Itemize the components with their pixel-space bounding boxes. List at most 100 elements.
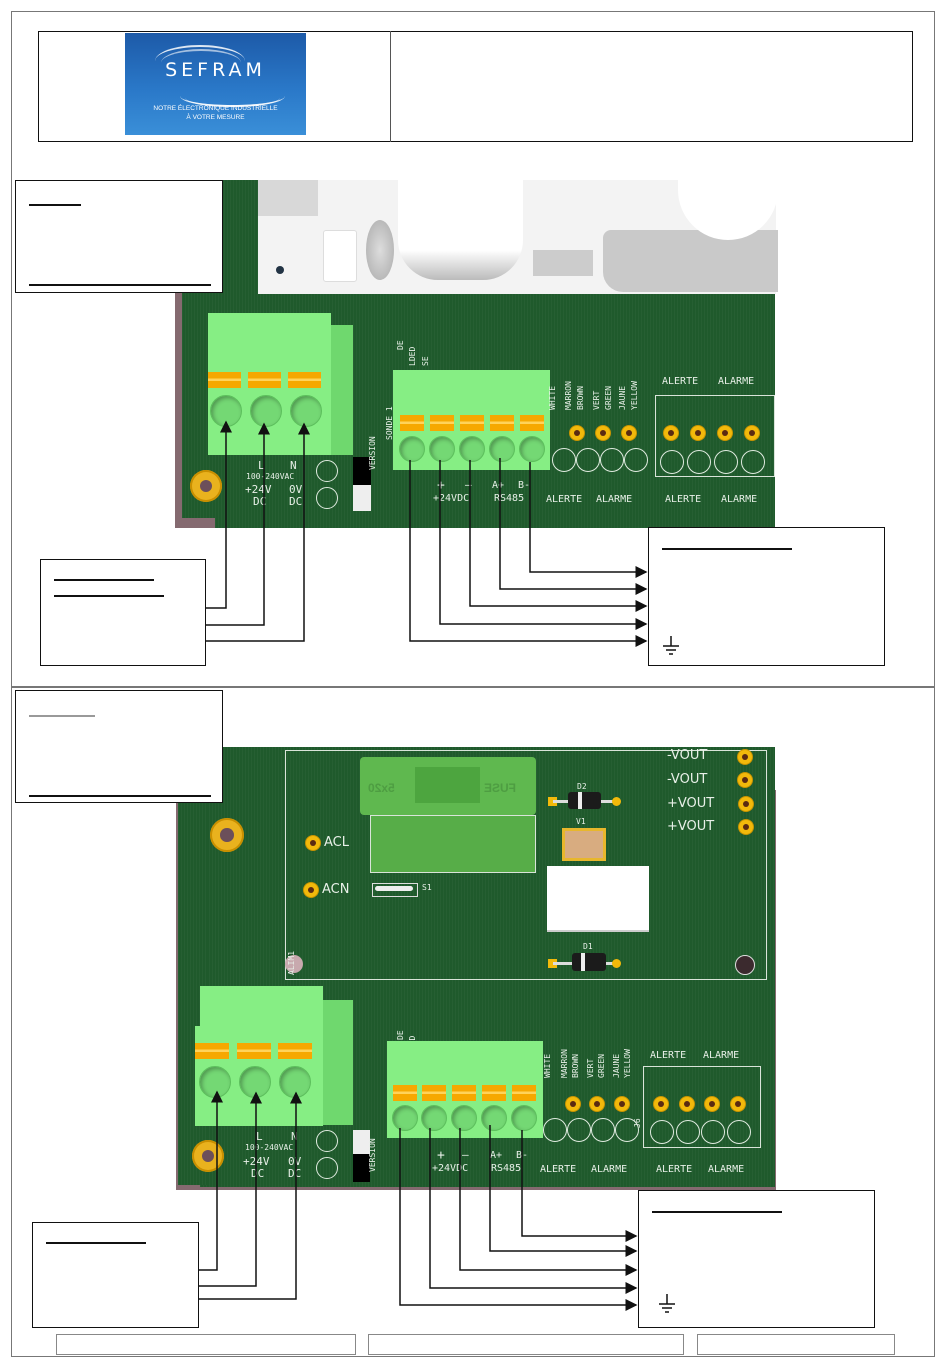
- silk-d2: D2: [577, 782, 587, 791]
- wire-N-bottom: [199, 1091, 262, 1287]
- version-switch[interactable]: [353, 457, 371, 485]
- terminal-lever[interactable]: [400, 415, 424, 431]
- vout-pad: [739, 820, 753, 834]
- mounting-hole: [192, 1140, 224, 1172]
- terminal-lever[interactable]: [430, 415, 454, 431]
- terminal-lever[interactable]: [520, 415, 544, 431]
- silk-label-dc: DC: [251, 1167, 265, 1180]
- page-border: [11, 11, 935, 1357]
- silk-label-ac: 100-240VAC: [245, 1143, 294, 1152]
- wire-plus-bottom: [429, 1128, 638, 1294]
- hole: [735, 955, 755, 975]
- terminal-lever[interactable]: [195, 1043, 229, 1059]
- terminal-hole: [451, 1105, 477, 1131]
- silk-label-dc: DC: [288, 1167, 302, 1180]
- solder-pad: [566, 1097, 580, 1111]
- terminal-lever[interactable]: [512, 1085, 536, 1101]
- silk-alarme: ALARME: [721, 494, 758, 505]
- power-terminal-bottom-side: [323, 1000, 353, 1125]
- silk-alerte: ALERTE: [546, 494, 583, 505]
- terminal-lever[interactable]: [288, 372, 321, 388]
- terminal-lever[interactable]: [490, 415, 514, 431]
- silk-a-plus: A+: [492, 480, 505, 491]
- silk-label-dc: DC: [253, 495, 267, 508]
- fuse-holder: 5x20 FUSE: [360, 757, 536, 815]
- wire-shield-top: [409, 460, 648, 647]
- terminal-hole: [481, 1105, 507, 1131]
- ground-icon: [663, 636, 679, 655]
- solder-pad: [745, 426, 759, 440]
- terminal-hole: [519, 436, 545, 462]
- terminal-lever[interactable]: [482, 1085, 506, 1101]
- silk-vout: +VOUT: [667, 819, 715, 834]
- terminal-lever[interactable]: [237, 1043, 271, 1059]
- logo-tagline-1: NOTRE ÉLECTRONIQUE INDUSTRIELLE: [153, 105, 278, 112]
- terminal-lever[interactable]: [393, 1085, 417, 1101]
- jumper-s1: [372, 883, 418, 897]
- note-box-power-bottom: [32, 1222, 199, 1328]
- terminal-hole: [489, 436, 515, 462]
- note-box-top-left: [15, 180, 223, 293]
- silk-b-minus: B-: [518, 480, 531, 491]
- note-box-probe-bottom: [638, 1190, 875, 1328]
- solder-pad: [596, 426, 610, 440]
- silk-v1: V1: [576, 817, 586, 826]
- silk-vout: -VOUT: [667, 772, 708, 787]
- terminal-lever[interactable]: [278, 1043, 312, 1059]
- terminal-hole: [511, 1105, 537, 1131]
- terminal-lever[interactable]: [208, 372, 241, 388]
- psu-module-outline: [285, 750, 767, 980]
- solder-pad: [705, 1097, 719, 1111]
- solder-pad: [654, 1097, 668, 1111]
- wire-L-top: [206, 420, 232, 609]
- solder-pad: [691, 426, 705, 440]
- power-terminal-top-side: [331, 325, 353, 455]
- silk-vout: +VOUT: [667, 796, 715, 811]
- wire-earth-bottom: [199, 1091, 302, 1300]
- solder-pad: [590, 1097, 604, 1111]
- wire-a-plus-top: [499, 458, 648, 595]
- version-switch-off: [353, 485, 371, 511]
- silk-rs485: RS485: [491, 1163, 522, 1174]
- solder-pad: [622, 426, 636, 440]
- silk-label-0v: 0V: [288, 1155, 302, 1168]
- power-terminal-bottom-body: [200, 986, 323, 1026]
- silk-label-L: L: [256, 1130, 263, 1143]
- terminal-lever[interactable]: [248, 372, 281, 388]
- terminal-lever[interactable]: [452, 1085, 476, 1101]
- solder-pad: [664, 426, 678, 440]
- wire-a-plus-bottom: [489, 1125, 638, 1257]
- silk-plus: +: [437, 1148, 445, 1163]
- silk-label-N: N: [290, 459, 297, 472]
- silk-label-L: L: [258, 459, 265, 472]
- silk-alarme: ALARME: [596, 494, 633, 505]
- solder-pad: [680, 1097, 694, 1111]
- pcb-components-top: [258, 180, 778, 294]
- sefram-logo: SEFRAM NOTRE ÉLECTRONIQUE INDUSTRIELLE À…: [125, 33, 306, 135]
- silk-alerte: ALERTE: [656, 1164, 693, 1175]
- logo-tagline-2: À VOTRE MESURE: [186, 114, 245, 121]
- silk-vout: -VOUT: [667, 748, 708, 763]
- ground-icon: [659, 1294, 675, 1313]
- terminal-hole: [459, 436, 485, 462]
- solder-pad: [615, 1097, 629, 1111]
- diode-d2: [548, 792, 622, 809]
- solder-pad: [718, 426, 732, 440]
- header-divider: [390, 31, 391, 142]
- earth-icon: [316, 460, 338, 482]
- terminal-lever[interactable]: [422, 1085, 446, 1101]
- silk-alarme: ALARME: [718, 376, 755, 387]
- earth-icon: [316, 1157, 338, 1179]
- silk-acn: ACN: [322, 882, 350, 897]
- version-switch-off: [353, 1130, 370, 1154]
- mounting-hole: [210, 818, 244, 852]
- note-box-power: [40, 559, 206, 666]
- silk-plus: +: [437, 478, 445, 493]
- terminal-lever[interactable]: [460, 415, 484, 431]
- terminal-hole: [250, 395, 282, 427]
- silk-label-ac: 100-240VAC: [246, 472, 295, 481]
- relay-block-outline: [643, 1066, 761, 1148]
- hole: [285, 955, 303, 973]
- version-switch[interactable]: [353, 1154, 370, 1182]
